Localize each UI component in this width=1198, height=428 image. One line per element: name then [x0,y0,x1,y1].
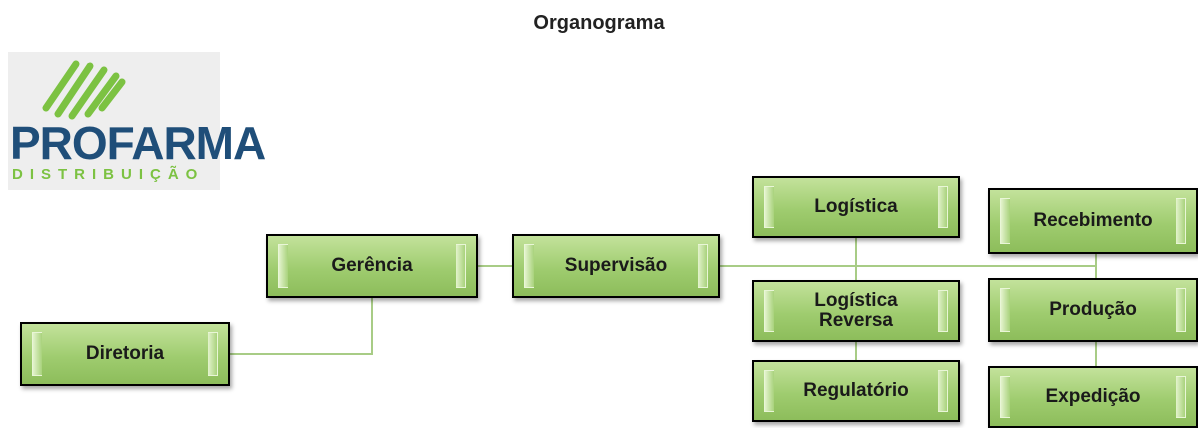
box-label: Supervisão [564,255,668,277]
box-label: Diretoria [85,343,165,365]
logo-brand-text: PROFARMA [10,117,266,169]
box-logistica-reversa: Logística Reversa [752,280,960,342]
box-label: Gerência [331,255,413,277]
logo-sub-text: DISTRIBUIÇÃO [12,166,205,183]
page-title: Organograma [533,12,665,34]
box-label: Expedição [1045,386,1141,408]
box-gerencia: Gerência [266,234,478,298]
box-label: Recebimento [1033,210,1153,232]
connector-diretoria-gerencia [230,298,373,355]
box-label: Regulatório [803,380,909,402]
profarma-leaf-icon [42,60,126,120]
box-producao: Produção [988,278,1198,342]
box-supervisao: Supervisão [512,234,720,298]
box-logistica: Logística [752,176,960,238]
box-label: Logística [814,196,898,218]
box-expedicao: Expedição [988,366,1198,428]
box-diretoria: Diretoria [20,322,230,386]
box-label: Logística Reversa [814,290,898,331]
box-regulatorio: Regulatório [752,360,960,422]
box-recebimento: Recebimento [988,188,1198,254]
box-label: Produção [1049,299,1137,321]
company-logo: PROFARMA DISTRIBUIÇÃO [8,52,266,190]
